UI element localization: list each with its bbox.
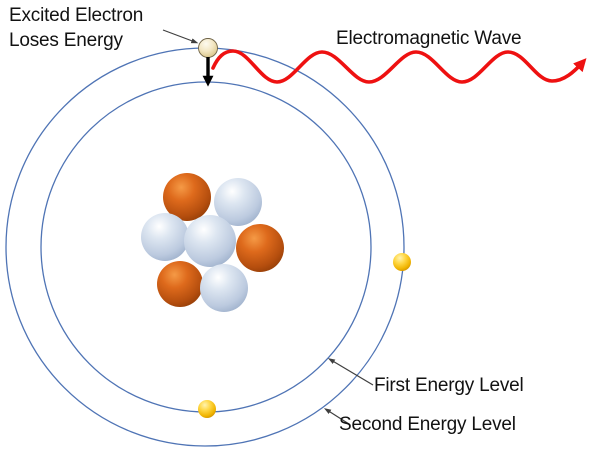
proton-sphere <box>236 224 284 272</box>
excited-electron-label-line2: Loses Energy <box>9 30 123 51</box>
proton-sphere <box>163 173 211 221</box>
electromagnetic-wave-arrow-icon <box>211 49 587 84</box>
neutron-sphere <box>200 264 248 312</box>
first-energy-level-label: First Energy Level <box>374 375 524 396</box>
excited-electron-label: Excited Electron Loses Energy <box>9 3 143 53</box>
annotation-arrow-icon <box>323 408 350 425</box>
annotation-arrow-icon <box>162 29 199 44</box>
proton-sphere <box>157 261 203 307</box>
excited-electron <box>198 38 218 58</box>
neutron-sphere <box>184 215 236 267</box>
excited-electron-label-line1: Excited Electron <box>9 5 144 26</box>
neutron-sphere <box>214 178 262 226</box>
electron <box>393 253 411 271</box>
electron <box>198 400 216 418</box>
electromagnetic-wave-label: Electromagnetic Wave <box>336 28 522 49</box>
nucleus <box>141 173 284 312</box>
second-energy-level-label: Second Energy Level <box>339 414 516 435</box>
annotation-arrow-icon <box>327 358 374 386</box>
neutron-sphere <box>141 213 189 261</box>
